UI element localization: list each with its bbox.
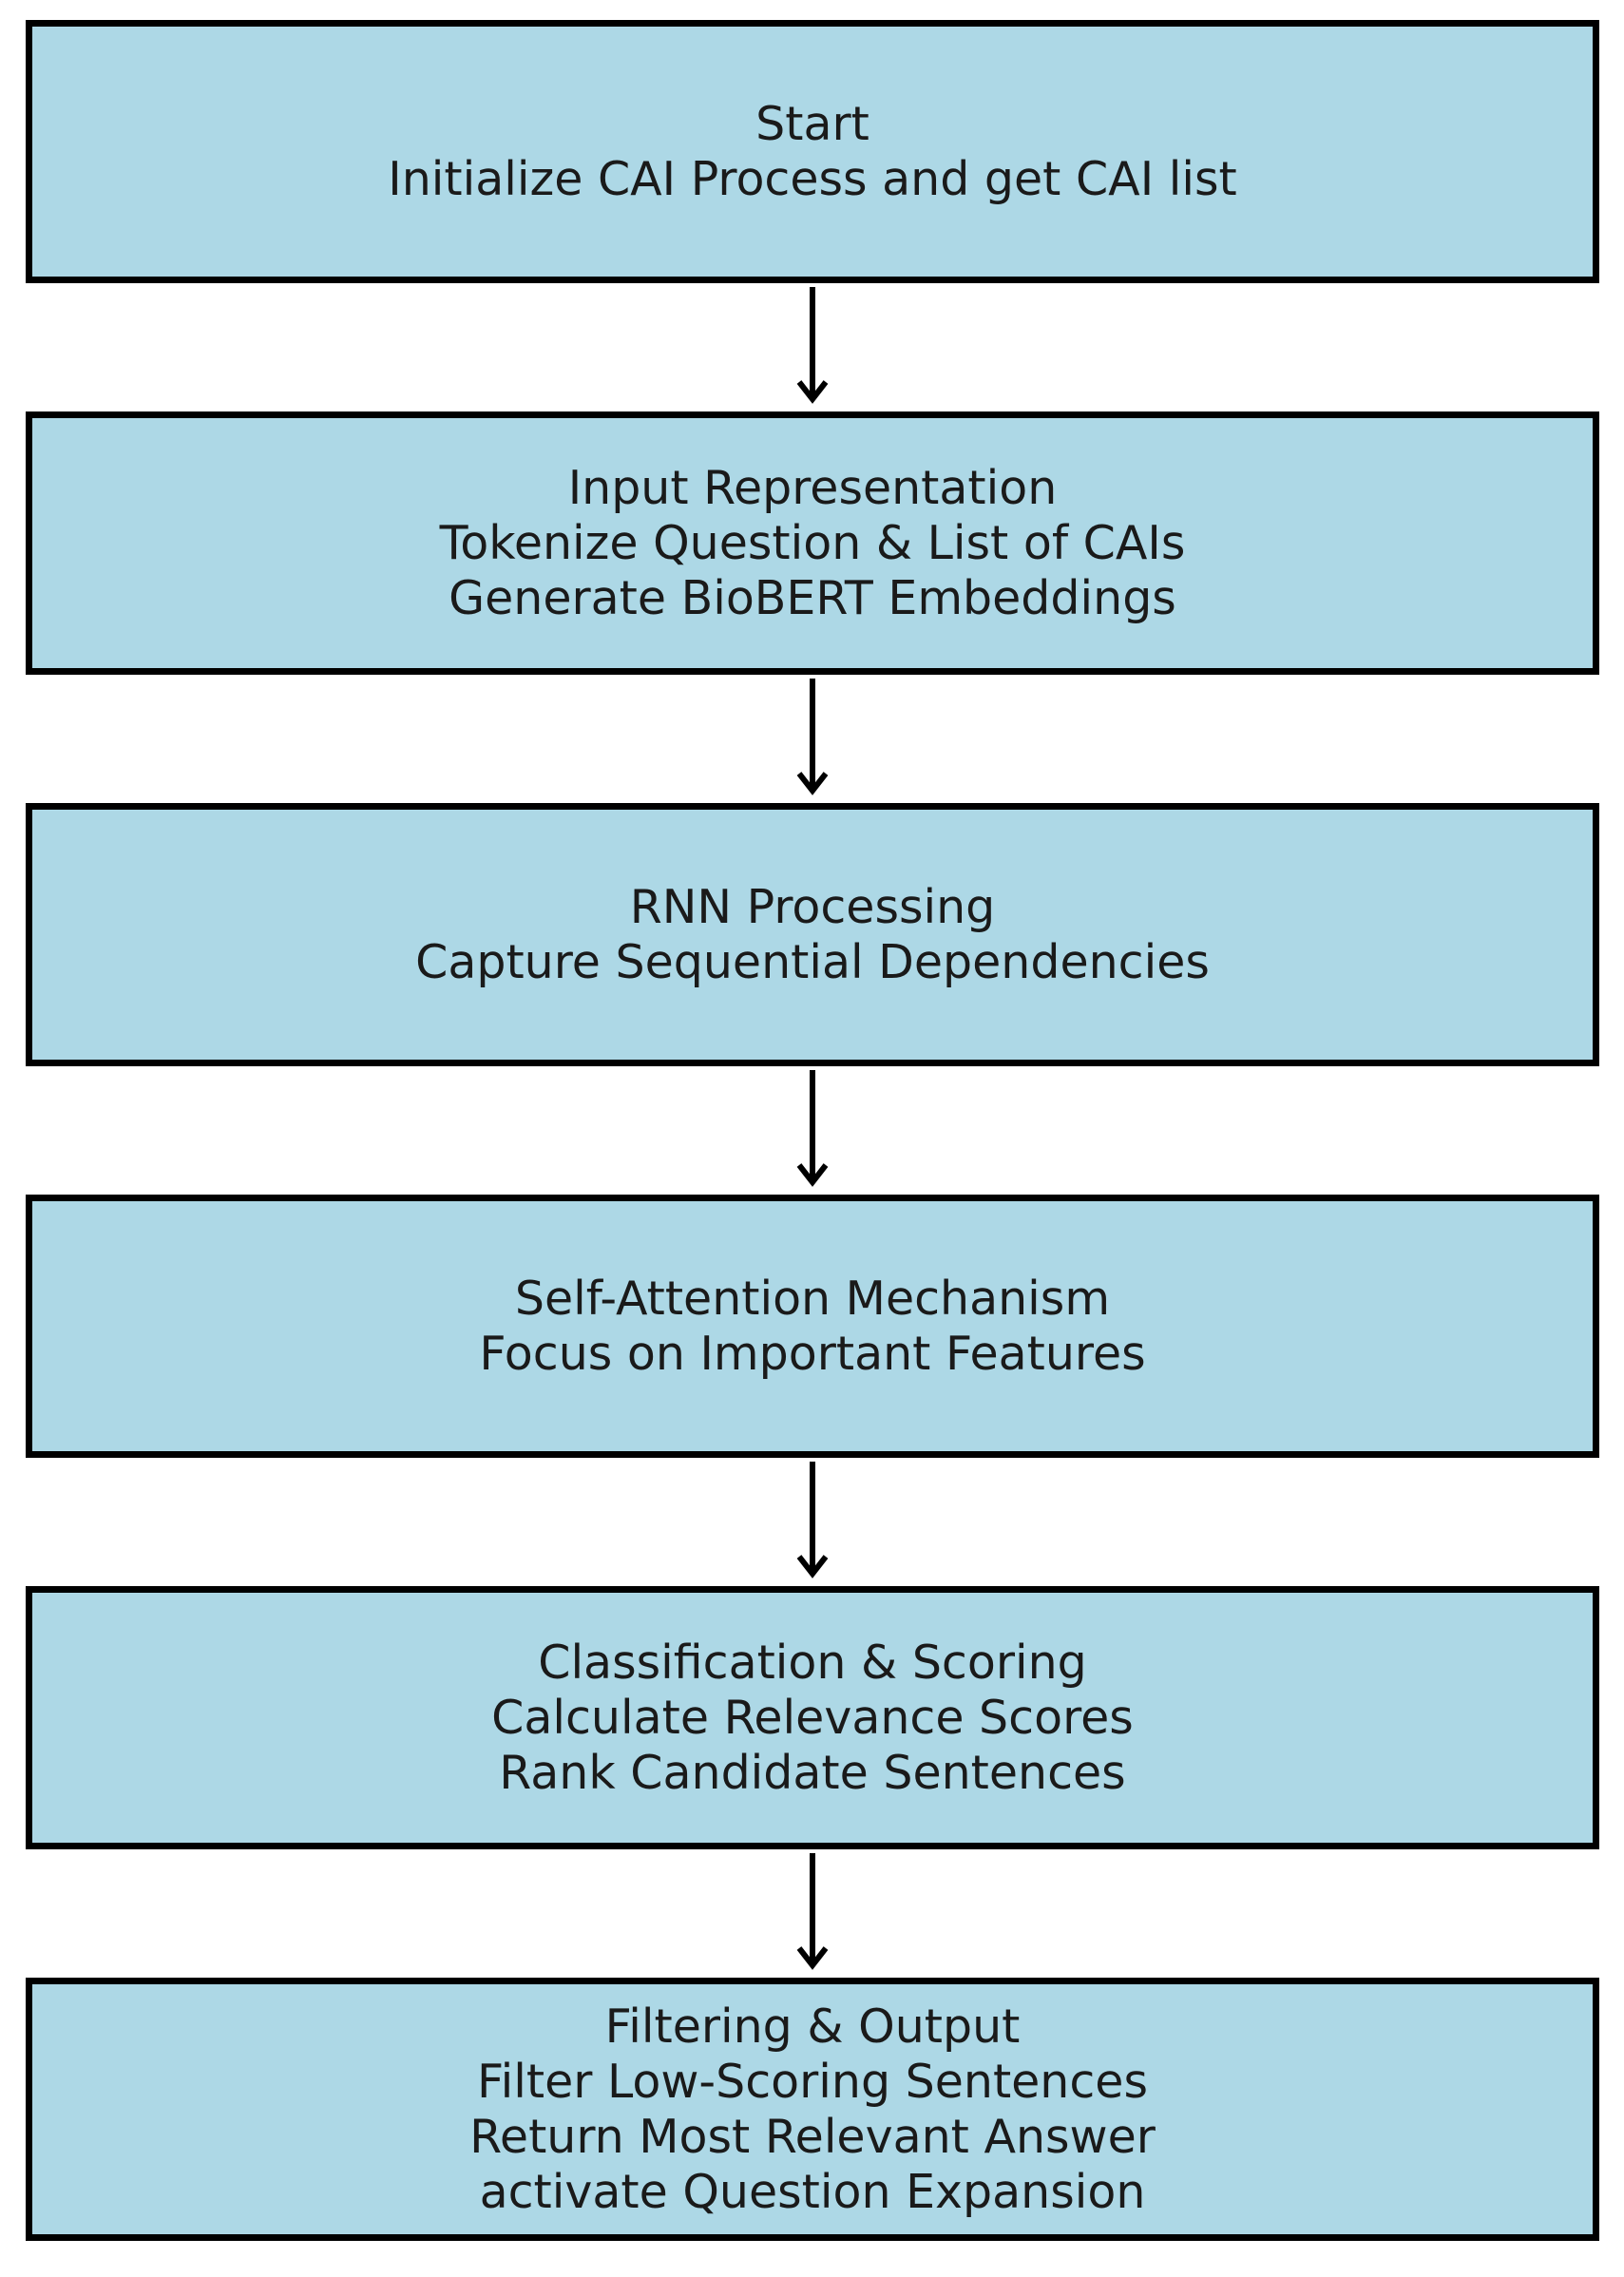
step-filtering-output-title: Filtering & Output <box>604 1999 1021 2054</box>
step-rnn-processing-detail: Capture Sequential Dependencies <box>415 934 1210 989</box>
step-filtering-output-detail-1: Filter Low-Scoring Sentences <box>477 2054 1148 2109</box>
arrow-down-icon <box>796 1853 829 1970</box>
step-input-representation-detail-1: Tokenize Question & List of CAIs <box>439 515 1186 570</box>
step-classification-scoring-detail-2: Rank Candidate Sentences <box>499 1745 1126 1800</box>
step-self-attention-title: Self-Attention Mechanism <box>514 1271 1111 1326</box>
step-classification-scoring-detail-1: Calculate Relevance Scores <box>491 1690 1134 1745</box>
arrow-down-icon <box>796 287 829 404</box>
step-filtering-output-detail-2: Return Most Relevant Answer <box>469 2109 1156 2164</box>
step-start: Start Initialize CAI Process and get CAI… <box>26 20 1599 283</box>
step-self-attention-detail: Focus on Important Features <box>479 1326 1146 1381</box>
step-start-detail: Initialize CAI Process and get CAI list <box>388 151 1237 206</box>
step-input-representation-detail-2: Generate BioBERT Embeddings <box>449 570 1176 625</box>
step-start-title: Start <box>755 96 869 151</box>
arrow-down-icon <box>796 1462 829 1579</box>
step-rnn-processing: RNN Processing Capture Sequential Depend… <box>26 803 1599 1066</box>
step-rnn-processing-title: RNN Processing <box>629 879 996 934</box>
step-input-representation: Input Representation Tokenize Question &… <box>26 411 1599 675</box>
arrow-down-icon <box>796 1070 829 1187</box>
step-input-representation-title: Input Representation <box>567 460 1058 515</box>
step-classification-scoring: Classification & Scoring Calculate Relev… <box>26 1586 1599 1849</box>
step-filtering-output-detail-3: activate Question Expansion <box>479 2164 1146 2219</box>
step-filtering-output: Filtering & Output Filter Low-Scoring Se… <box>26 1978 1599 2241</box>
arrow-down-icon <box>796 679 829 795</box>
step-classification-scoring-title: Classification & Scoring <box>538 1635 1087 1690</box>
step-self-attention: Self-Attention Mechanism Focus on Import… <box>26 1195 1599 1458</box>
